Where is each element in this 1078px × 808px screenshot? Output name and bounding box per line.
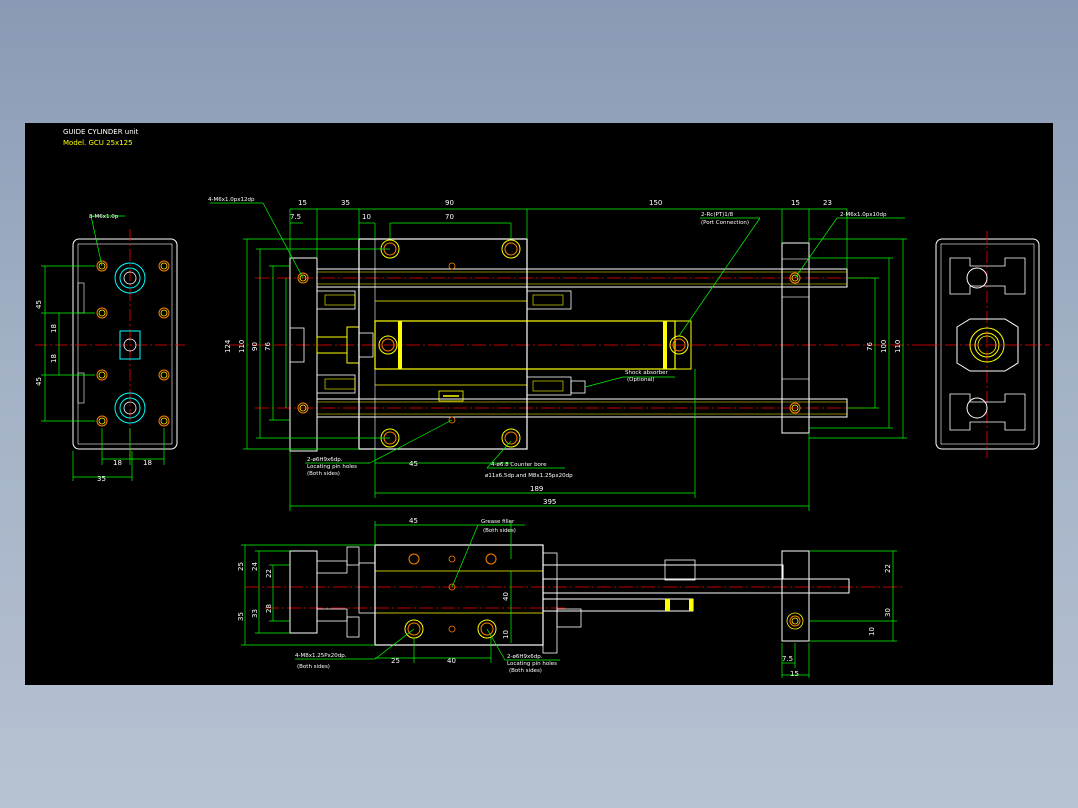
note-front-tapped: 4-M6x1.0px12dp [208,197,255,203]
dim-top-10: 10 [362,213,371,221]
dim-top-15: 15 [298,199,307,207]
dim-s-33: 33 [251,609,259,618]
dim-v-90: 90 [251,342,259,351]
note-bottom-tapped: 4-M8x1.25Px20dp. [295,653,347,659]
right-end-view [925,231,1050,458]
note-left-holes: 8-M6x1.0p [89,214,119,220]
note-bottom-pins: 2-ø6H9x6dp. [507,654,543,660]
dim-top-70: 70 [445,213,454,221]
dim-s-25: 25 [237,562,245,571]
dim-left-45b: 45 [35,377,43,386]
note-bottom-pins-sub1: Locating pin holes [507,661,557,667]
note-pin-holes-sub2: (Both sides) [307,471,340,477]
dim-s-35: 35 [237,612,245,621]
dim-top-150: 150 [649,199,662,207]
dim-s-15: 15 [790,670,799,678]
dim-b-395: 395 [543,498,556,506]
note-shock-sub: (Optional) [627,377,655,383]
dim-s-45: 45 [409,517,418,525]
dim-left-45a: 45 [35,300,43,309]
note-counter-bore: 4-ø6.8 Counter bore [491,462,547,468]
note-front-ports: 2-Rc(PT)1/8 [701,212,734,218]
note-grease-sub: (Both sides) [483,528,516,534]
dim-s-25b: 25 [391,657,400,665]
dim-s-40b: 40 [447,657,456,665]
dim-left-w18b: 18 [143,459,152,467]
dim-top-90: 90 [445,199,454,207]
note-front-ports-sub: (Port Connection) [701,220,749,226]
dim-top-35: 35 [341,199,350,207]
dim-s-75: 7.5 [782,655,793,663]
title-line-1: GUIDE CYLINDER unit [63,128,139,136]
dim-left-w35: 35 [97,475,106,483]
dim-s-r10: 10 [868,627,876,636]
dim-v-76: 76 [264,342,272,351]
side-view: 45 25 24 22 35 33 28 40 10 25 40 22 30 1… [237,517,905,678]
dim-s-22: 22 [265,569,273,578]
note-counter-bore-sub: ø11x6.5dp.and M8x1.25px20dp [485,473,573,479]
note-shock: Shock absorber [625,370,669,376]
dim-top-75: 7.5 [290,213,301,221]
dim-b-189: 189 [530,485,543,493]
note-pin-holes: 2-ø6H9x6dp. [307,457,343,463]
left-end-view: 45 18 18 45 18 18 35 8-M6x1.0p [35,214,185,483]
note-rear-tapped: 2-M6x1.0px10dp [840,212,887,218]
note-grease: Grease filler [481,519,515,525]
dim-v-124: 124 [224,339,232,353]
dim-s-24: 24 [251,562,259,571]
dim-left-18b: 18 [50,354,58,363]
note-bottom-tapped-sub: (Both sides) [297,664,330,670]
dim-s-40: 40 [502,592,510,601]
dim-r-76: 76 [866,342,874,351]
dim-b-45: 45 [409,460,418,468]
dim-v-110: 110 [238,340,246,353]
cad-drawing: 45 18 18 45 18 18 35 8-M6x1.0p [35,197,1050,678]
dim-r-110: 110 [894,340,902,353]
dim-r-100: 100 [880,340,888,353]
dim-left-w18a: 18 [113,459,122,467]
title-line-2: Model. GCU 25x125 [63,139,133,147]
dim-s-r22: 22 [884,564,892,573]
dim-s-10: 10 [502,630,510,639]
front-view: 15 35 90 150 15 23 7.5 10 70 124 110 90 … [208,197,925,511]
note-pin-holes-sub1: Locating pin holes [307,464,357,470]
dim-s-28: 28 [265,604,273,613]
dim-top-23: 23 [823,199,832,207]
dim-top-15b: 15 [791,199,800,207]
note-bottom-pins-sub2: (Both sides) [509,668,542,674]
drawing-viewport[interactable]: GUIDE CYLINDER unit Model. GCU 25x125 [25,123,1053,685]
dim-s-r30: 30 [884,608,892,617]
dim-left-18a: 18 [50,324,58,333]
